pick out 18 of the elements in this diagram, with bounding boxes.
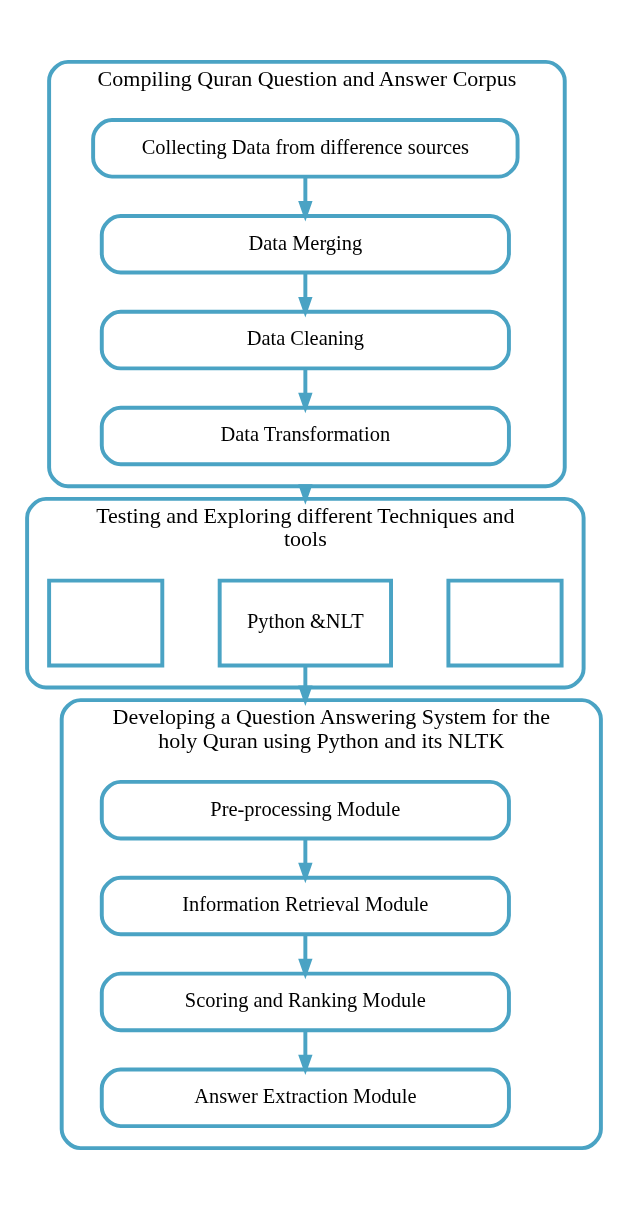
arrow [298, 272, 313, 318]
node-box: Data Merging [99, 213, 511, 275]
node-box: Scoring and Ranking Module [99, 971, 511, 1033]
node-box [47, 578, 165, 668]
node-box: Data Cleaning [99, 309, 511, 371]
node-box: Data Transformation [99, 405, 511, 467]
node-box: Answer Extraction Module [99, 1067, 511, 1129]
arrow [298, 176, 313, 222]
node-box: Collecting Data from difference sources [91, 118, 520, 179]
node-box: Python &NLT [217, 578, 393, 668]
arrow [298, 665, 313, 707]
node-box: Information Retrieval Module [99, 875, 511, 937]
arrow [298, 838, 313, 884]
arrow [298, 934, 313, 980]
arrow [298, 368, 313, 414]
node-box: Pre-processing Module [99, 779, 511, 841]
arrow [298, 1030, 313, 1076]
node-box [446, 578, 564, 668]
